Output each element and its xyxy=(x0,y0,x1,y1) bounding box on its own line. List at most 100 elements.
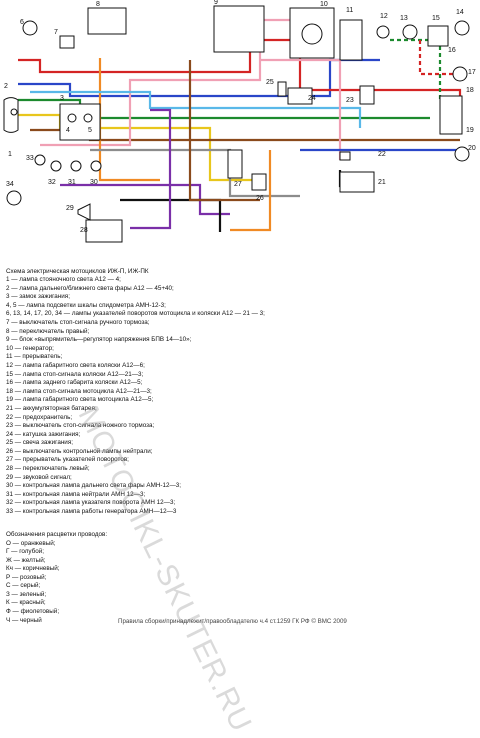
legend-item: 18 — лампа стоп-сигнала мотоцикла А12—21… xyxy=(6,387,152,395)
legend-item: 6, 13, 14, 17, 20, 34 — лампы указателей… xyxy=(6,310,265,318)
control-lamp-31 xyxy=(70,160,82,172)
color-code-item: Кч — коричневый; xyxy=(6,565,60,573)
legend-item: 24 — катушка зажигания; xyxy=(6,430,81,438)
brake-switch-23 xyxy=(359,85,375,105)
component-label-10: 10 xyxy=(320,1,328,8)
legend-item: 2 — лампа дальнего/ближнего света фары А… xyxy=(6,284,174,292)
component-label-15: 15 xyxy=(432,15,440,22)
component-label-7: 7 xyxy=(54,29,58,36)
component-label-33: 33 xyxy=(26,155,34,162)
component-label-3: 3 xyxy=(60,95,64,102)
wire-brown-2 xyxy=(188,60,260,202)
control-lamp-33 xyxy=(34,154,46,166)
lamp-14 xyxy=(454,20,470,36)
component-label-8: 8 xyxy=(96,1,100,8)
component-label-1: 1 xyxy=(8,151,12,158)
component-label-29: 29 xyxy=(66,205,74,212)
wire-lightblue xyxy=(30,90,362,128)
rear-light-18 xyxy=(439,95,463,135)
regulator-9 xyxy=(213,5,265,53)
color-code-item: О — оранжевый; xyxy=(6,539,56,547)
legend-item: 23 — выключатель стоп-сигнала ножного то… xyxy=(6,422,155,430)
color-code-item: С — серый; xyxy=(6,582,41,590)
component-label-16: 16 xyxy=(448,47,456,54)
turn-lamp-34 xyxy=(6,190,22,206)
color-code-item: Ф — фиолетовый; xyxy=(6,607,60,615)
spark-plug-25 xyxy=(277,81,287,97)
turn-relay-27 xyxy=(227,149,243,179)
color-code-item: Г — голубой; xyxy=(6,548,44,556)
legend-item: 29 — звуковой сигнал; xyxy=(6,473,72,481)
lamp-12 xyxy=(376,25,390,39)
generator-coil xyxy=(301,23,323,45)
legend-item: 16 — лампа заднего габарита коляски А12—… xyxy=(6,379,143,387)
component-label-23: 23 xyxy=(346,97,354,104)
headlight xyxy=(3,97,19,133)
rear-light-15 xyxy=(427,25,449,47)
right-switch-8 xyxy=(87,7,127,35)
component-label-28: 28 xyxy=(80,227,88,234)
component-label-21: 21 xyxy=(378,179,386,186)
lamp-4 xyxy=(67,113,77,123)
lamp-17 xyxy=(452,66,468,82)
lamp-2 xyxy=(10,108,18,116)
component-label-4: 4 xyxy=(66,127,70,134)
component-label-34: 34 xyxy=(6,181,14,188)
brake-switch-7 xyxy=(59,35,75,49)
legend-item: 11 — прерыватель; xyxy=(6,353,63,361)
control-lamp-30 xyxy=(90,160,102,172)
wire-green-dashed xyxy=(390,38,442,100)
color-codes-title: Обозначения расцветки проводов: xyxy=(6,531,108,538)
component-label-18: 18 xyxy=(466,87,474,94)
color-codes-list: О — оранжевый;Г — голубой;Ж — желтый;Кч … xyxy=(6,540,206,625)
legend-item: 8 — переключатель правый; xyxy=(6,327,90,335)
legend-list: 1 — лампа стояночного света А12 — 4;2 — … xyxy=(6,276,474,517)
legend-item: 3 — замок зажигания; xyxy=(6,293,70,301)
horn-29 xyxy=(77,203,91,221)
wire-color-codes: Обозначения расцветки проводов: О — оран… xyxy=(6,531,206,625)
component-label-24: 24 xyxy=(308,95,316,102)
wire-yellow xyxy=(18,113,260,182)
wire-orange-2 xyxy=(230,150,272,232)
component-label-19: 19 xyxy=(466,127,474,134)
legend: Схема электрическая мотоциклов ИЖ-П, ИЖ-… xyxy=(6,268,474,517)
color-code-item: Ч — черный xyxy=(6,616,42,624)
component-label-22: 22 xyxy=(378,151,386,158)
legend-item: 33 — контрольная лампа работы генератора… xyxy=(6,508,177,516)
control-lamp-32 xyxy=(50,160,62,172)
legend-item: 25 — свеча зажигания; xyxy=(6,439,73,447)
component-label-17: 17 xyxy=(468,69,476,76)
legend-item: 7 — выключатель стоп-сигнала ручного тор… xyxy=(6,318,150,326)
component-label-9: 9 xyxy=(214,0,218,6)
legend-item: 32 — контрольная лампа указателя поворот… xyxy=(6,499,176,507)
component-label-13: 13 xyxy=(400,15,408,22)
color-code-item: Ж — желтый; xyxy=(6,556,46,564)
component-label-6: 6 xyxy=(20,19,24,26)
legend-item: 26 — выключатель контрольной лампы нейтр… xyxy=(6,447,153,455)
color-code-item: Р — розовый; xyxy=(6,573,47,581)
legend-item: 22 — предохранитель; xyxy=(6,413,73,421)
component-label-30: 30 xyxy=(90,179,98,186)
component-label-25: 25 xyxy=(266,79,274,86)
legend-item: 27 — прерыватель указателей поворотов; xyxy=(6,456,129,464)
component-label-20: 20 xyxy=(468,145,476,152)
component-label-27: 27 xyxy=(234,181,242,188)
legend-item: 19 — лампа габаритного света мотоцикла А… xyxy=(6,396,154,404)
legend-item: 30 — контрольная лампа дальнего света фа… xyxy=(6,482,182,490)
legend-item: 28 — переключатель левый; xyxy=(6,465,90,473)
copyright-footer: Правила сборки/принадлежит/правообладате… xyxy=(118,618,347,625)
legend-item: 31 — контрольная лампа нейтрали АМН 12—3… xyxy=(6,490,146,498)
legend-title: Схема электрическая мотоциклов ИЖ-П, ИЖ-… xyxy=(6,268,149,275)
legend-item: 1 — лампа стояночного света А12 — 4; xyxy=(6,276,121,283)
ignition-switch-3 xyxy=(59,103,101,141)
color-code-item: К — красный; xyxy=(6,599,46,607)
color-code-item: З — зеленый; xyxy=(6,590,47,598)
legend-item: 15 — лампа стоп-сигнала коляски А12—21—3… xyxy=(6,370,144,378)
component-label-11: 11 xyxy=(346,7,353,14)
legend-item: 4, 5 — лампа подсветки шкалы спидометра … xyxy=(6,301,166,309)
component-label-12: 12 xyxy=(380,13,388,20)
lamp-5 xyxy=(83,113,93,123)
lamp-13 xyxy=(402,24,418,40)
